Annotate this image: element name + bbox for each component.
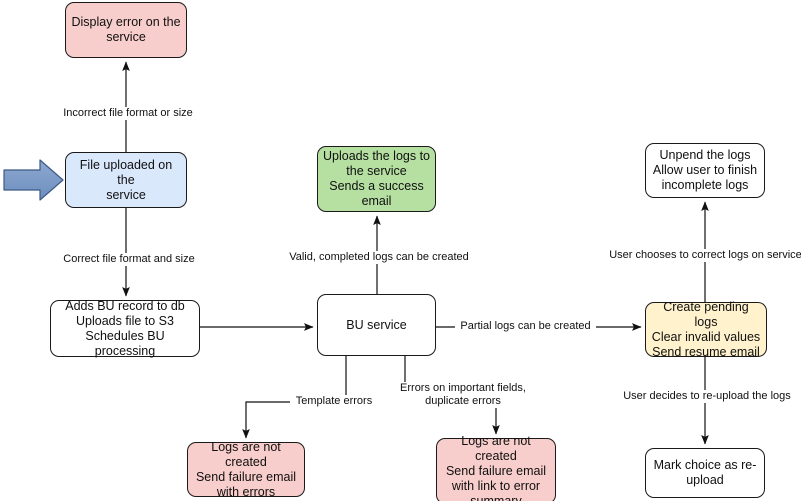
entry-arrow-icon [3,159,64,201]
node-unpend-logs[interactable]: Unpend the logs Allow user to finish inc… [645,143,765,198]
edge-label-correct-format: Correct file format and size [56,253,202,266]
node-create-pending-logs[interactable]: Create pending logs Clear invalid values… [645,300,767,359]
node-logs-not-created-errors[interactable]: Logs are not created Send failure email … [187,440,305,499]
edge-label-template-errors: Template errors [290,395,378,408]
node-uploads-logs[interactable]: Uploads the logs to the service Sends a … [317,146,436,212]
edge-label-incorrect-format: Incorrect file format or size [54,107,202,120]
edge-label-user-reupload: User decides to re-upload the logs [619,390,795,403]
edge-label-user-corrects: User chooses to correct logs on service [606,249,801,262]
edge-label-errors-important-fields: Errors on important fields, duplicate er… [394,382,532,408]
node-logs-not-created-summary[interactable]: Logs are not created Send failure email … [436,434,556,501]
node-bu-service[interactable]: BU service [317,294,436,356]
edge-label-partial-logs: Partial logs can be created [455,320,596,333]
node-display-error[interactable]: Display error on the service [65,2,187,58]
edge-label-valid-completed: Valid, completed logs can be created [281,251,477,264]
node-mark-choice-reupload[interactable]: Mark choice as re- upload [645,448,765,498]
node-file-uploaded[interactable]: File uploaded on the service [65,152,187,208]
node-adds-bu-record[interactable]: Adds BU record to db Uploads file to S3 … [50,299,200,358]
